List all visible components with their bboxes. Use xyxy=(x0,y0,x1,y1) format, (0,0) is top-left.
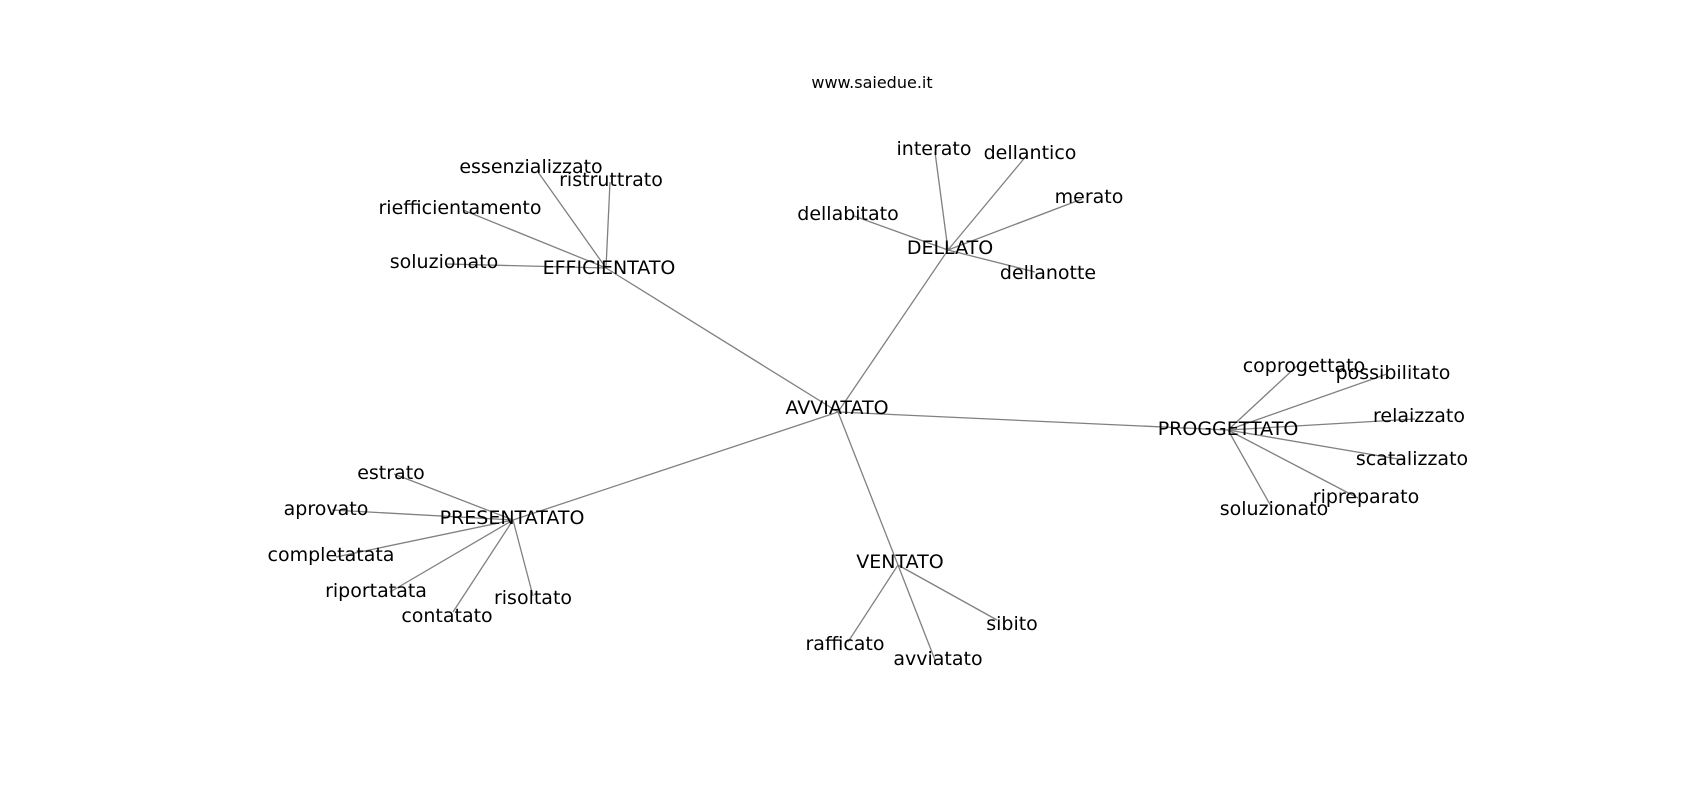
leaf-node-ristruttrato: ristruttrato xyxy=(559,169,663,191)
edge-proggettato-to-relaizzato xyxy=(1227,418,1416,431)
edge-root-to-proggettato xyxy=(837,411,1229,431)
edge-proggettato-to-scatalizzato xyxy=(1227,429,1405,461)
leaf-node-contatato: contatato xyxy=(401,605,492,627)
hub-node-efficientato: EFFICIENTATO xyxy=(543,257,676,279)
edge-efficientato-to-ristruttrato xyxy=(605,181,611,269)
edge-proggettato-to-soluzionato xyxy=(1227,429,1273,509)
leaf-node-riefficientamento: riefficientamento xyxy=(378,197,541,219)
leaf-node-avviatato: avviatato xyxy=(893,648,982,670)
hub-node-ventato: VENTATO xyxy=(856,551,943,573)
edge-presentatato-to-estrato xyxy=(393,473,514,521)
root-node-label: AVVIATATO xyxy=(785,397,888,419)
leaf-node-scatalizzato: scatalizzato xyxy=(1356,448,1468,470)
edge-ventato-to-sibito xyxy=(897,564,998,621)
edge-efficientato-to-riefficientamento xyxy=(462,209,607,269)
edge-root-to-presentatato xyxy=(512,411,839,521)
edge-presentatato-to-risoltato xyxy=(512,519,534,597)
leaf-node-merato: merato xyxy=(1055,186,1124,208)
leaf-node-dellantico: dellantico xyxy=(984,142,1077,164)
leaf-node-possibilitato: possibilitato xyxy=(1336,362,1451,384)
watermark: www.saiedue.it xyxy=(811,73,932,92)
edge-efficientato-to-soluzionato xyxy=(446,263,607,269)
labels-layer: AVVIATATO EFFICIENTATO essenzializzatorist… xyxy=(268,138,1469,670)
edge-dellato-to-merato xyxy=(947,198,1083,251)
hub-node-presentatato: PRESENTATATO xyxy=(440,507,585,529)
leaf-node-dellabitato: dellabitato xyxy=(797,203,898,225)
edge-dellato-to-dellanotte xyxy=(947,249,1036,273)
edge-root-to-ventato xyxy=(837,411,899,566)
leaf-node-riportatata: riportatata xyxy=(325,580,427,602)
edge-dellato-to-interato xyxy=(934,151,949,251)
hub-node-dellato: DELLATO xyxy=(907,237,993,259)
edge-presentatato-to-completatata xyxy=(335,519,514,558)
edge-efficientato-to-essenzializzato xyxy=(537,171,607,269)
leaf-node-soluzionato: soluzionato xyxy=(1220,498,1328,520)
leaf-node-completatata: completatata xyxy=(268,544,395,566)
edge-presentatato-to-contatato xyxy=(452,519,514,613)
edge-proggettato-to-ripreparato xyxy=(1227,429,1359,499)
edge-proggettato-to-coprogettato xyxy=(1227,364,1299,431)
leaf-node-aprovato: aprovato xyxy=(284,498,369,520)
leaf-node-soluzionato: soluzionato xyxy=(390,251,498,273)
leaf-node-rafficato: rafficato xyxy=(806,633,885,655)
edge-dellato-to-dellantico xyxy=(947,154,1028,251)
edge-ventato-to-rafficato xyxy=(847,564,899,643)
edges-layer xyxy=(331,151,1416,661)
edge-presentatato-to-riportatata xyxy=(389,519,514,593)
leaf-node-dellanotte: dellanotte xyxy=(1000,262,1096,284)
edge-root-to-dellato xyxy=(837,249,949,413)
edge-proggettato-to-possibilitato xyxy=(1227,373,1388,431)
edge-dellato-to-dellabitato xyxy=(853,215,949,251)
leaf-node-ripreparato: ripreparato xyxy=(1313,486,1419,508)
leaf-node-relaizzato: relaizzato xyxy=(1373,405,1465,427)
edge-root-to-efficientato xyxy=(605,267,839,413)
edge-ventato-to-avviatato xyxy=(897,564,936,661)
edge-presentatato-to-aprovato xyxy=(331,509,514,521)
hub-node-proggettato: PROGGETTATO xyxy=(1158,418,1299,440)
leaf-node-interato: interato xyxy=(897,138,972,160)
leaf-node-sibito: sibito xyxy=(986,613,1038,635)
leaf-node-coprogettato: coprogettato xyxy=(1243,355,1366,377)
leaf-node-estrato: estrato xyxy=(357,462,425,484)
leaf-node-essenzializzato: essenzializzato xyxy=(459,156,602,178)
leaf-node-risoltato: risoltato xyxy=(494,587,572,609)
